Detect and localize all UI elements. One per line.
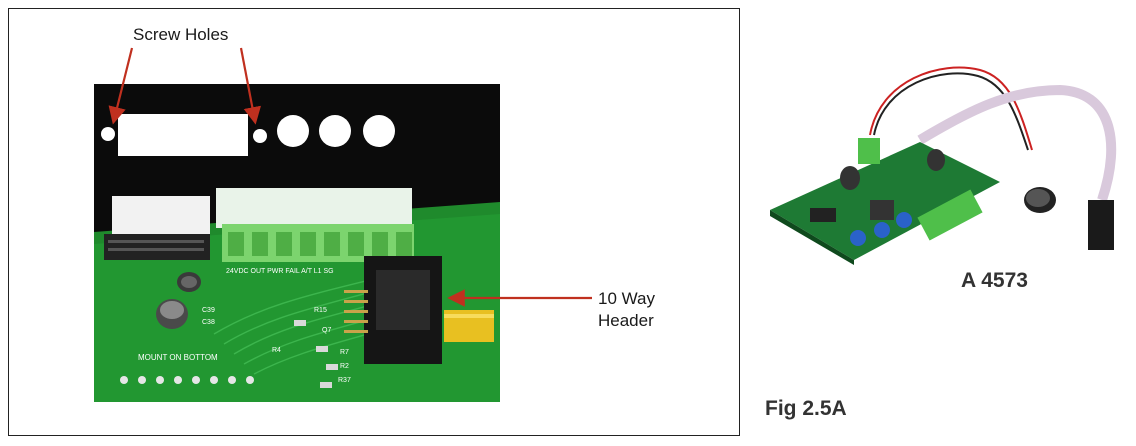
screw-holes-callout: Screw Holes xyxy=(133,25,229,44)
cutout-slot xyxy=(118,114,248,156)
screw-hole-right xyxy=(253,129,267,143)
r2-label: R2 xyxy=(340,363,349,370)
figure-caption: Fig 2.5A xyxy=(765,397,847,420)
r7-label: R7 xyxy=(340,349,349,356)
module-photo xyxy=(770,50,1130,265)
c39-label: C39 xyxy=(202,307,215,314)
terminal-block-top xyxy=(216,188,412,228)
pcb-photo: 24VDC OUT PWR FAIL A/T L1 SG C39 C38 R15 xyxy=(94,84,500,402)
left-connector-white xyxy=(112,196,210,236)
r4-label: R4 xyxy=(272,347,281,354)
c38-label: C38 xyxy=(202,319,215,326)
screw-hole-left xyxy=(101,127,115,141)
round-hole-3 xyxy=(363,115,395,147)
arrow-screw-hole-left xyxy=(108,47,134,125)
pcb-illustration: 24VDC OUT PWR FAIL A/T L1 SG C39 C38 R15 xyxy=(94,84,500,402)
terminal-labels: 24VDC OUT PWR FAIL A/T L1 SG xyxy=(226,268,334,275)
r15-label: R15 xyxy=(314,307,327,314)
round-hole-2 xyxy=(319,115,351,147)
header-callout-line2: Header xyxy=(598,311,654,330)
left-connector-body xyxy=(104,234,210,260)
arrow-screw-hole-right xyxy=(239,47,261,125)
q7-label: Q7 xyxy=(322,327,331,334)
round-hole-1 xyxy=(277,115,309,147)
module-illustration xyxy=(770,66,1117,265)
figure-frame xyxy=(8,8,740,436)
r37-label: R37 xyxy=(338,377,351,384)
mount-text: MOUNT ON BOTTOM xyxy=(138,353,218,362)
ribbon-connector xyxy=(1088,200,1114,250)
module-code: A 4573 xyxy=(961,269,1028,292)
header-callout-line1: 10 Way xyxy=(598,289,656,308)
